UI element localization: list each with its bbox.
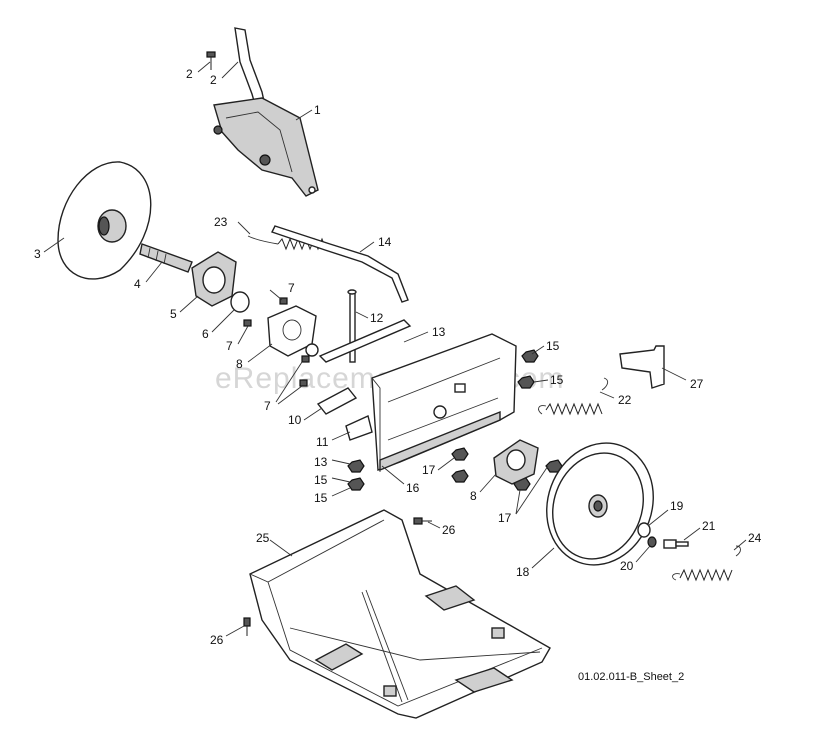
callout-23: 23: [214, 215, 228, 229]
callout-17: 17: [498, 511, 512, 525]
callout-24: 24: [748, 531, 762, 545]
part-link-bar-13: [318, 319, 412, 363]
callout-22: 22: [618, 393, 632, 407]
callout-10: 10: [288, 413, 302, 427]
callout-13: 13: [314, 455, 328, 469]
part-friction-disc: [57, 161, 152, 280]
part-rod-14: [271, 225, 409, 303]
part-retaining-ring: [230, 291, 250, 313]
callout-4: 4: [134, 277, 141, 291]
part-bolts-7: [243, 297, 310, 387]
callout-7: 7: [264, 399, 271, 413]
callout-7: 7: [226, 339, 233, 353]
callout-6: 6: [202, 327, 209, 341]
callout-8: 8: [236, 357, 243, 371]
part-lockwasher-20: [647, 536, 657, 548]
part-bearing-upper: [267, 305, 319, 357]
callout-18: 18: [516, 565, 530, 579]
part-screws-26: [243, 517, 432, 636]
callout-26: 26: [210, 633, 224, 647]
callout-2: 2: [210, 73, 217, 87]
part-spring-24: [672, 545, 741, 582]
callout-17: 17: [422, 463, 436, 477]
part-control-lever-assembly: [213, 27, 319, 197]
callout-8: 8: [470, 489, 477, 503]
part-bolt-21: [663, 539, 689, 549]
callout-19: 19: [670, 499, 684, 513]
part-bearing-flange-left: [191, 251, 237, 307]
part-bracket-11: [345, 415, 373, 441]
callout-15: 15: [546, 339, 560, 353]
callout-15: 15: [550, 373, 564, 387]
callout-15: 15: [314, 473, 328, 487]
callout-25: 25: [256, 531, 270, 545]
callout-12: 12: [370, 311, 384, 325]
part-pulley-18: [546, 442, 654, 566]
part-spring-22: [538, 377, 609, 416]
part-main-mounting-plate: [371, 333, 517, 472]
part-washer-19: [637, 522, 651, 538]
callout-1: 1: [314, 103, 321, 117]
callout-26: 26: [442, 523, 456, 537]
callout-21: 21: [702, 519, 716, 533]
part-screw-top: [206, 51, 216, 70]
callout-5: 5: [170, 307, 177, 321]
part-bracket-10: [316, 387, 358, 415]
callout-20: 20: [620, 559, 634, 573]
part-rod-12: [347, 289, 357, 363]
callout-7: 7: [288, 281, 295, 295]
callout-2: 2: [186, 67, 193, 81]
callout-14: 14: [378, 235, 392, 249]
callout-15: 15: [314, 491, 328, 505]
callout-labels: 2 2 1 3 4 5 6 7 7 7 8 8 10 11 12 13 13 1…: [34, 67, 762, 647]
part-drive-shaft: [139, 243, 193, 273]
part-bearing-lower: [493, 439, 539, 485]
callout-16: 16: [406, 481, 420, 495]
part-spring-23: [247, 235, 327, 251]
callout-11: 11: [316, 435, 329, 449]
part-base-tray-25: [249, 509, 551, 719]
callout-27: 27: [690, 377, 704, 391]
sheet-reference: 01.02.011-B_Sheet_2: [578, 671, 684, 683]
part-bracket-27: [619, 345, 665, 389]
callout-3: 3: [34, 247, 41, 261]
callout-13: 13: [432, 325, 446, 339]
leader-lines: [43, 61, 747, 637]
